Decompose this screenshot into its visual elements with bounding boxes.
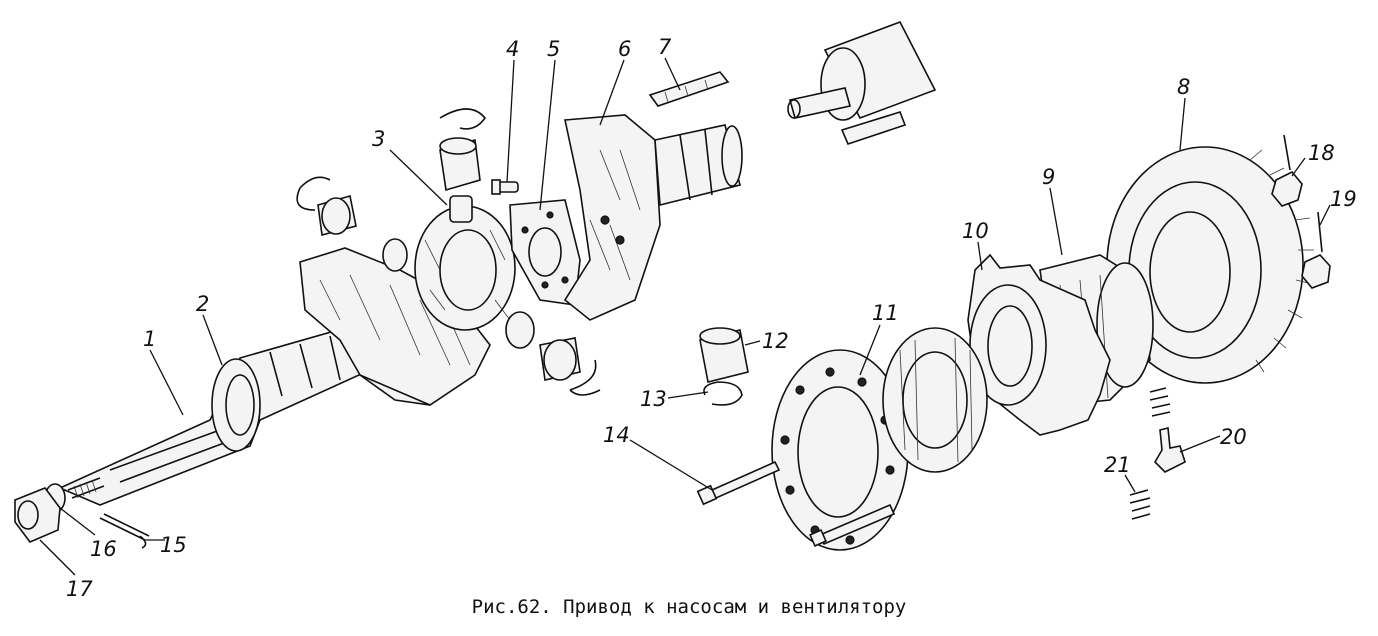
callout-numbers: 1 2 3 4 5 6 7 8 9 10 11 12 13 14 15 16 1… bbox=[66, 35, 1357, 600]
callout-20: 20 bbox=[1220, 425, 1247, 449]
callout-19: 19 bbox=[1330, 187, 1357, 211]
bearing-ring bbox=[882, 327, 988, 473]
callout-9: 9 bbox=[1042, 165, 1055, 189]
sleeve-assembly bbox=[787, 21, 937, 145]
exploded-assembly-drawing: 1 2 3 4 5 6 7 8 9 10 11 12 13 14 15 16 1… bbox=[14, 21, 1357, 600]
leader-lines bbox=[39, 57, 1331, 576]
part-4-bolt bbox=[491, 179, 519, 195]
callout-12: 12 bbox=[762, 329, 789, 353]
callout-5: 5 bbox=[547, 37, 560, 61]
figure-caption: Рис.62. Привод к насосам и вентилятору bbox=[471, 596, 907, 618]
callout-7: 7 bbox=[658, 35, 672, 59]
part-2-collar bbox=[211, 358, 261, 452]
callout-2: 2 bbox=[196, 292, 209, 316]
part-7-key bbox=[648, 71, 730, 107]
part-18-nut-with-pin bbox=[1271, 134, 1303, 207]
callout-8: 8 bbox=[1177, 75, 1190, 99]
part-12-bushing bbox=[699, 327, 749, 383]
part-15-cotter-pin bbox=[99, 513, 150, 549]
part-10-star-gear bbox=[967, 253, 1111, 436]
callout-6: 6 bbox=[618, 37, 631, 61]
callout-17: 17 bbox=[66, 577, 93, 600]
part-6-yoke-shaft bbox=[563, 114, 743, 321]
part-19-nut-with-pin bbox=[1301, 211, 1331, 289]
callout-15: 15 bbox=[160, 533, 187, 557]
callout-21: 21 bbox=[1104, 453, 1131, 477]
callout-16: 16 bbox=[90, 537, 117, 561]
springs bbox=[1129, 387, 1171, 520]
callout-3: 3 bbox=[372, 127, 385, 151]
callout-10: 10 bbox=[962, 219, 989, 243]
bearing-cups-left bbox=[296, 108, 601, 396]
callout-18: 18 bbox=[1308, 141, 1335, 165]
callout-1: 1 bbox=[143, 327, 156, 351]
callout-11: 11 bbox=[872, 301, 899, 325]
part-3-cross bbox=[382, 195, 535, 349]
callout-14: 14 bbox=[603, 423, 630, 447]
callout-4: 4 bbox=[506, 37, 519, 61]
part-13-snap-ring bbox=[703, 381, 743, 406]
part-5-flange-plate bbox=[509, 199, 581, 306]
part-17-castle-nut bbox=[14, 487, 61, 543]
part-20-valve-body bbox=[1153, 426, 1186, 473]
callout-13: 13 bbox=[640, 387, 667, 411]
